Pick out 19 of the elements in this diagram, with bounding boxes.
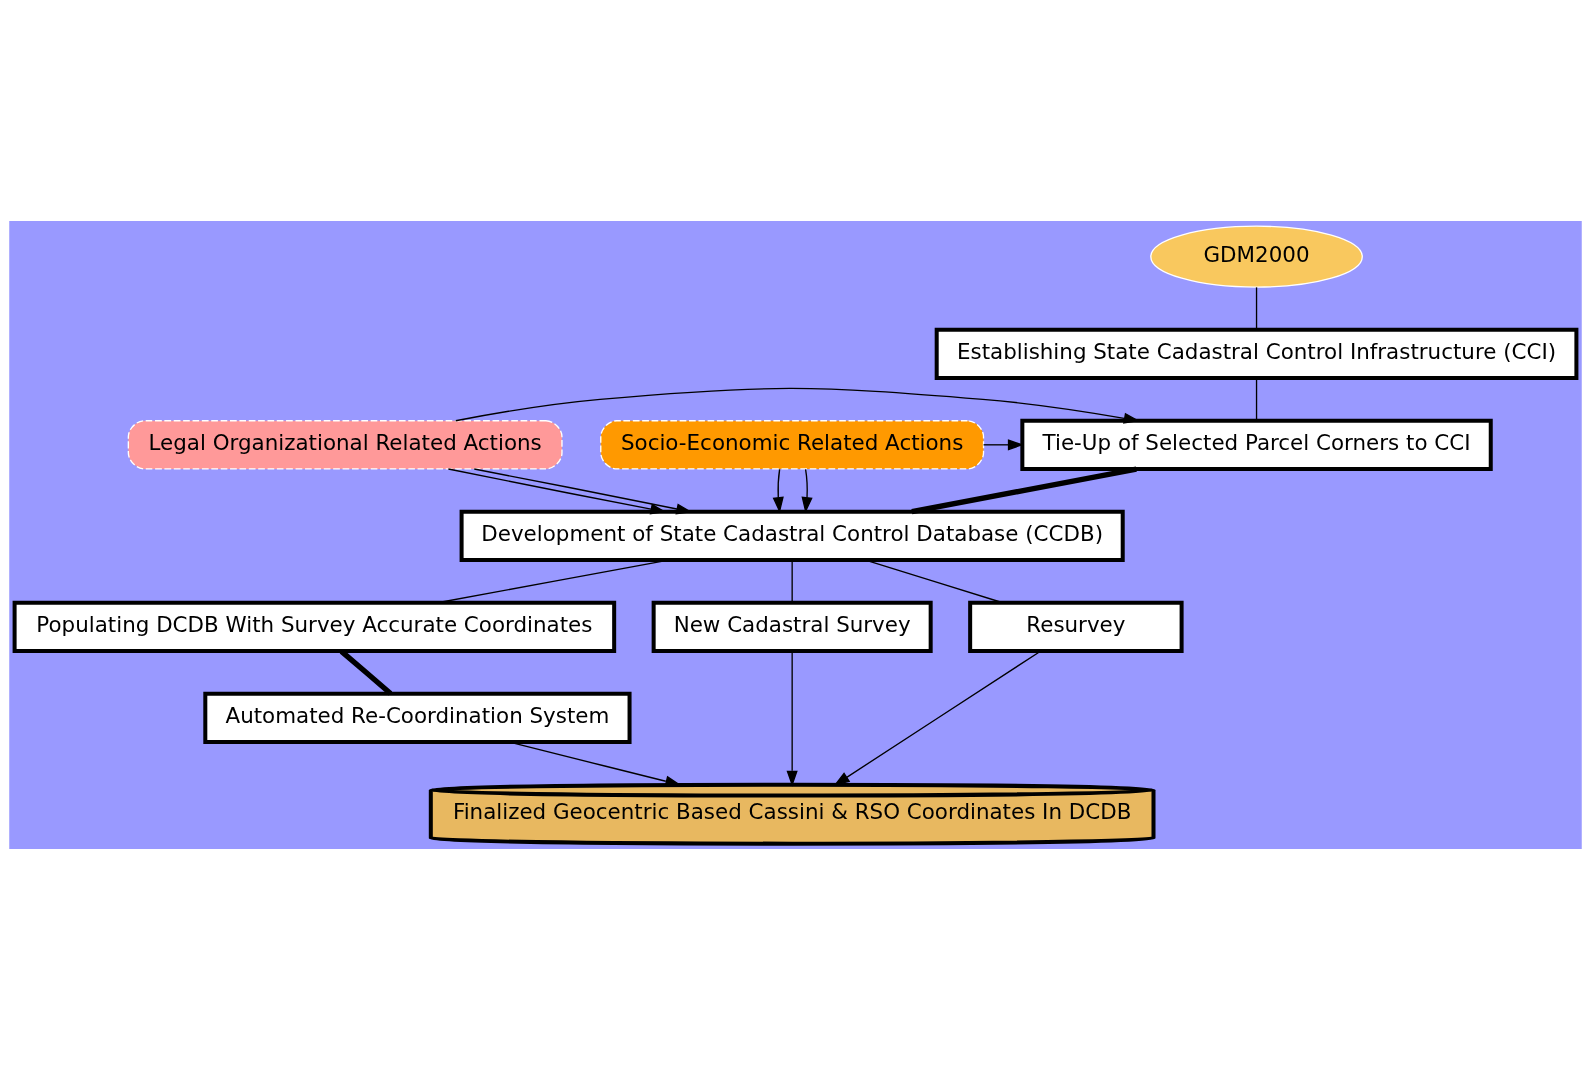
connector <box>1255 377 1258 421</box>
arrow <box>772 468 784 513</box>
arrow <box>982 438 1024 450</box>
node-box: Development of State Cadastral Control Database (CCDB) <box>459 509 1125 562</box>
arrow <box>801 468 813 513</box>
connector <box>791 559 793 603</box>
node-box: Legal Organizational Related Actions <box>127 419 563 470</box>
connector <box>911 465 1137 514</box>
node-box: Resurvey <box>968 600 1184 653</box>
node-box: Socio-Economic Related Actions <box>600 419 985 470</box>
node-ellipse: GDM2000 <box>1150 225 1363 288</box>
node-box: Populating DCDB With Survey Accurate Coordinates <box>12 600 617 653</box>
node-box: New Cadastral Survey <box>651 600 933 653</box>
connector <box>1255 286 1258 330</box>
arrow <box>833 650 1042 786</box>
node-box: Automated Re-Coordination System <box>203 691 632 744</box>
arrow <box>786 650 798 787</box>
node-box: Tie-Up of Selected Parcel Corners to CCI <box>1020 418 1493 471</box>
node-box: Establishing State Cadastral Control Infrastructure (CCI) <box>934 327 1579 380</box>
